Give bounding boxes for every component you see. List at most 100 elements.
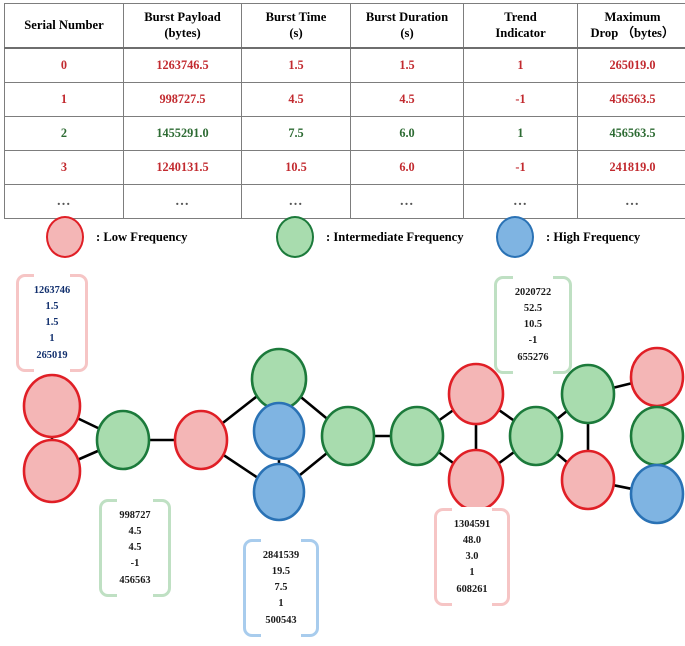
cell-burst-payload: 998727.5 [123,82,242,117]
cell-serial-number: 1 [4,82,124,117]
graph-node-high[interactable] [252,462,306,522]
table-row: 3 1240131.5 10.5 6.0 -1 241819.0 [4,150,685,185]
annotation-box-1: 1263746 1.5 1.5 1 265019 [16,273,88,373]
table-header: Serial Number Burst Payload (bytes) Burs… [4,3,685,49]
cell-burst-time: 4.5 [241,82,351,117]
annotation-value: 2841539 [262,550,300,561]
table-row: 2 1455291.0 7.5 6.0 1 456563.5 [4,116,685,151]
annotation-value: 4.5 [128,526,142,538]
graph-node-high[interactable] [629,463,685,525]
cell-ellipsis: … [4,184,124,219]
annotation-value: 48.0 [462,535,482,547]
high-frequency-circle-icon [496,216,534,258]
annotation-box-3: 998727 4.5 4.5 -1 456563 [99,498,171,598]
cell-burst-time: 1.5 [241,47,351,83]
graph-node-intermediate[interactable] [320,405,376,467]
header-line-1: Serial Number [24,17,104,32]
cell-trend-indicator: 1 [463,47,578,83]
legend-item-low-frequency: : Low Frequency [46,216,187,258]
table-body: 0 1263746.5 1.5 1.5 1 265019.0 1 998727.… [4,47,685,219]
annotation-value: 1304591 [453,519,491,530]
annotation-value: 10.5 [523,319,543,331]
column-header-serial-number: Serial Number [4,3,124,49]
column-header-burst-payload: Burst Payload (bytes) [123,3,242,49]
cell-burst-duration: 6.0 [350,116,464,151]
graph-node-intermediate[interactable] [560,363,616,425]
low-frequency-circle-icon [46,216,84,258]
cell-trend-indicator: 1 [463,116,578,151]
annotation-value: 7.5 [274,582,288,594]
annotation-value: 265019 [36,349,68,361]
annotation-value: -1 [528,335,538,347]
header-line-1: Burst Payload [144,9,221,24]
cell-burst-duration: 1.5 [350,47,464,83]
cell-trend-indicator: -1 [463,150,578,185]
column-header-trend-indicator: Trend Indicator [463,3,578,49]
annotation-value: 2020722 [514,287,552,298]
graph-node-low[interactable] [560,449,616,511]
table-header-row: Serial Number Burst Payload (bytes) Burs… [4,3,685,49]
column-header-burst-time: Burst Time (s) [241,3,351,49]
cell-burst-duration: 6.0 [350,150,464,185]
graph-node-high[interactable] [252,401,306,461]
annotation-value: -1 [130,558,140,570]
cell-serial-number: 3 [4,150,124,185]
cell-maximum-drop: 241819.0 [577,150,685,185]
annotation-value: 52.5 [523,303,543,315]
cell-serial-number: 2 [4,116,124,151]
annotation-value: 608261 [456,583,488,595]
header-line-1: Burst Duration [365,9,449,24]
cell-burst-time: 10.5 [241,150,351,185]
graph-node-low[interactable] [173,409,229,471]
cell-burst-duration: 4.5 [350,82,464,117]
annotation-box-2: 2020722 52.5 10.5 -1 655276 [494,275,572,375]
cell-burst-time: 7.5 [241,116,351,151]
legend-label-high-frequency: : High Frequency [546,229,641,244]
legend-label-intermediate-frequency: : Intermediate Frequency [326,229,464,244]
legend-item-high-frequency: : High Frequency [496,216,640,258]
annotation-value: 3.0 [465,551,479,563]
column-header-maximum-drop: Maximum Drop （bytes） [577,3,685,49]
annotation-box-4: 2841539 19.5 7.5 1 500543 [243,538,319,638]
header-line-1: Trend [504,9,537,24]
cell-burst-payload: 1263746.5 [123,47,242,83]
header-line-2: (s) [400,25,414,40]
burst-graph-svg [22,346,685,525]
cell-burst-payload: 1240131.5 [123,150,242,185]
annotation-value: 1 [49,333,55,345]
cell-maximum-drop: 456563.5 [577,116,685,151]
cell-ellipsis: … [123,184,242,219]
graph-node-low[interactable] [22,438,82,504]
graph-node-low[interactable] [629,346,685,408]
graph-node-intermediate[interactable] [508,405,564,467]
graph-node-intermediate[interactable] [629,405,685,467]
graph-node-intermediate[interactable] [250,347,308,411]
annotation-value: 1263746 [33,285,71,296]
annotation-value: 500543 [265,614,297,626]
graph-node-intermediate[interactable] [95,409,151,471]
burst-data-table-container: Serial Number Burst Payload (bytes) Burs… [4,3,685,219]
annotation-value: 1 [278,598,284,610]
annotation-value: 655276 [517,351,549,363]
legend-label-low-frequency: : Low Frequency [96,229,188,244]
annotation-value: 4.5 [128,542,142,554]
cell-ellipsis: … [350,184,464,219]
table-row: 0 1263746.5 1.5 1.5 1 265019.0 [4,47,685,83]
annotation-value: 456563 [119,574,151,586]
annotation-value: 1 [469,567,475,579]
table-row: 1 998727.5 4.5 4.5 -1 456563.5 [4,82,685,117]
header-line-2: (bytes) [164,25,201,40]
graph-node-low[interactable] [22,373,82,439]
burst-data-table: Serial Number Burst Payload (bytes) Burs… [4,3,685,219]
header-line-1: Maximum [604,9,661,24]
graph-node-intermediate[interactable] [389,405,445,467]
annotation-value: 1.5 [45,301,59,313]
graph-node-low[interactable] [447,448,505,512]
annotation-value: 1.5 [45,317,59,329]
header-line-2: (s) [289,25,303,40]
intermediate-frequency-circle-icon [276,216,314,258]
frequency-legend: : Low Frequency : Intermediate Frequency… [0,212,685,264]
graph-node-low[interactable] [447,362,505,426]
table-row-ellipsis: … … … … … … [4,184,685,219]
cell-trend-indicator: -1 [463,82,578,117]
